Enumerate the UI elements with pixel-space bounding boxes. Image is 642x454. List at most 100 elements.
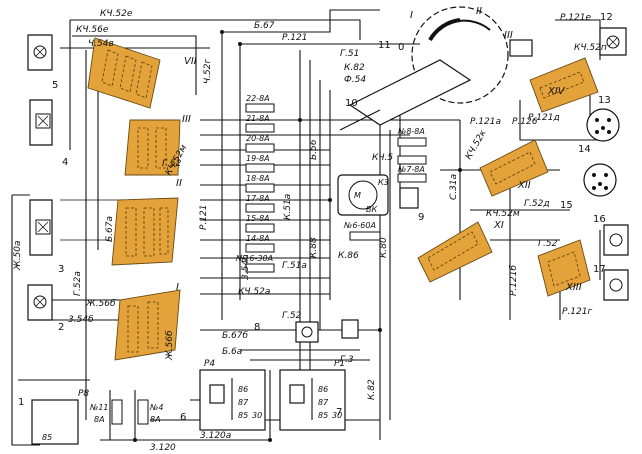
component-0: 0: [398, 42, 404, 53]
lamp-5: [27, 34, 53, 71]
wire-label: Р.121е: [560, 13, 591, 23]
connector-xiii-label: XIII: [565, 282, 582, 293]
fuse-label: 19-8А: [246, 154, 270, 163]
wire-label: КЧ.56е: [76, 25, 109, 35]
fuse-11-label: №11: [89, 403, 109, 412]
connector-block-vii: [87, 37, 161, 109]
relay-p1-label: Р1: [334, 359, 345, 369]
fuse-body: [245, 183, 275, 193]
fuse-body: [245, 123, 275, 133]
switch-pos-ii: II: [476, 6, 482, 17]
lamp-2: [27, 284, 53, 321]
component-numbers: 1 2 3 4 5 6 7 8 9 10 11 12 13 14 15 16 1…: [18, 12, 613, 423]
relay-p1: 86 87 85 30 Р1: [279, 359, 346, 431]
wire-label: К.82: [367, 379, 377, 400]
connector-iii-label: III: [182, 114, 191, 125]
wire-label: КЧ.52е: [100, 9, 133, 19]
motor-label-k3: К3: [378, 178, 389, 187]
component-1: 1: [18, 397, 24, 408]
wire-label: Г.51а: [282, 261, 307, 271]
fuse-extra: №8-8А №7-8А №6-60А: [343, 127, 427, 241]
lamp-8-indicator: [295, 319, 359, 343]
wire-label: С.31а: [449, 174, 459, 200]
pin-86: 86: [238, 385, 248, 394]
lamp-4: [29, 99, 53, 146]
wire-label: Г.52: [538, 239, 558, 249]
fuse-body: [245, 163, 275, 173]
motor-label-m: М: [354, 191, 361, 200]
wire-label: К.82: [344, 63, 365, 73]
connector-block-xi: [417, 221, 493, 283]
wire-label: Ф.54: [344, 75, 366, 85]
wire-label: КЧ.52п: [574, 43, 607, 53]
wire-label: Г.51: [340, 49, 359, 59]
fuse-body: [245, 203, 275, 213]
component-15: 15: [560, 200, 573, 211]
wire-label: 3.120а: [200, 431, 231, 441]
fuse-box: 22-8А 21-8А 20-8А 19-8А 18-8А 17-8А 15-8…: [235, 94, 275, 273]
wire-label: 3.54б: [241, 254, 251, 280]
connector-xii-label: XII: [517, 180, 531, 191]
wire-label: КЧ.52м: [486, 209, 520, 219]
fuse-body: [245, 103, 275, 113]
pin-87: 87: [318, 398, 329, 407]
fuse-label: 20-8А: [246, 134, 270, 143]
wire-label: Б.67: [254, 21, 275, 31]
ignition-switch-assembly: [339, 6, 533, 131]
connector-i-label: I: [176, 282, 179, 293]
component-17: 17: [593, 264, 606, 275]
wire-label: КЧ.52к: [464, 128, 489, 161]
bottom-fuses: №11 8А №4 8А: [89, 399, 163, 425]
component-12: 12: [600, 12, 613, 23]
wire-label: Р.121д: [528, 113, 560, 123]
wire-label: Р.121г: [562, 307, 592, 317]
connector-block-xiii: [537, 239, 591, 297]
wiper-motor: М ВК К3: [337, 174, 419, 216]
switch-pos-i: I: [410, 10, 413, 21]
lamp-14-socket: [586, 108, 620, 142]
component-6: 6: [180, 412, 186, 423]
fuse-label: 17-8А: [246, 194, 270, 203]
fuse-11-amp: 8А: [94, 415, 105, 424]
fuse-6-label: №6-60А: [343, 221, 376, 230]
fuse-label: 21-8А: [246, 114, 270, 123]
lamp-3: [29, 199, 53, 256]
component-10: 10: [345, 98, 358, 109]
pin-87: 87: [238, 398, 249, 407]
fuse-8-label: №8-8А: [397, 127, 425, 136]
fuse-label: 22-8А: [246, 94, 270, 103]
component-8: 8: [254, 322, 260, 333]
lamp-16: [603, 224, 629, 256]
fuse-label: 14-8А: [246, 234, 270, 243]
pin-86: 86: [318, 385, 328, 394]
fuse-label: 15-8А: [246, 214, 270, 223]
lamp-15-socket: [583, 163, 617, 197]
lamp-12: [599, 27, 627, 56]
wire-label: Ж.56б: [85, 299, 116, 309]
connector-ids: I II III VII III II I XIV XII XI XIII: [176, 6, 582, 293]
wire-label: Р.121: [199, 205, 209, 230]
component-16: 16: [593, 214, 606, 225]
wire-label: Б.67б: [222, 331, 248, 341]
wire-label: К.86: [338, 251, 359, 261]
fuse-body: [245, 223, 275, 233]
relay-p8-label: Р8: [78, 389, 89, 399]
wire-label: 3.120: [150, 443, 176, 453]
component-11: 11: [378, 40, 391, 51]
component-7: 7: [336, 407, 342, 418]
connector-xi-label: XI: [493, 220, 504, 231]
pin-85: 85: [42, 433, 52, 442]
component-14: 14: [578, 144, 591, 155]
wire-label: Р.126: [512, 117, 538, 127]
lamp-17: [603, 269, 629, 301]
connector-block-xii-right: [479, 139, 549, 197]
relay-p4: 86 87 85 30 Р4: [199, 359, 266, 431]
switch-pos-iii: III: [504, 30, 513, 41]
wire-label: К.88: [309, 237, 319, 258]
wire-label: Р.121б: [509, 265, 519, 296]
wire-label: Ч.54в: [88, 39, 114, 49]
connector-vii-label: VII: [184, 56, 197, 67]
wire-label: 3.54б: [68, 315, 94, 325]
fuse-label: №16-30А: [235, 254, 273, 263]
